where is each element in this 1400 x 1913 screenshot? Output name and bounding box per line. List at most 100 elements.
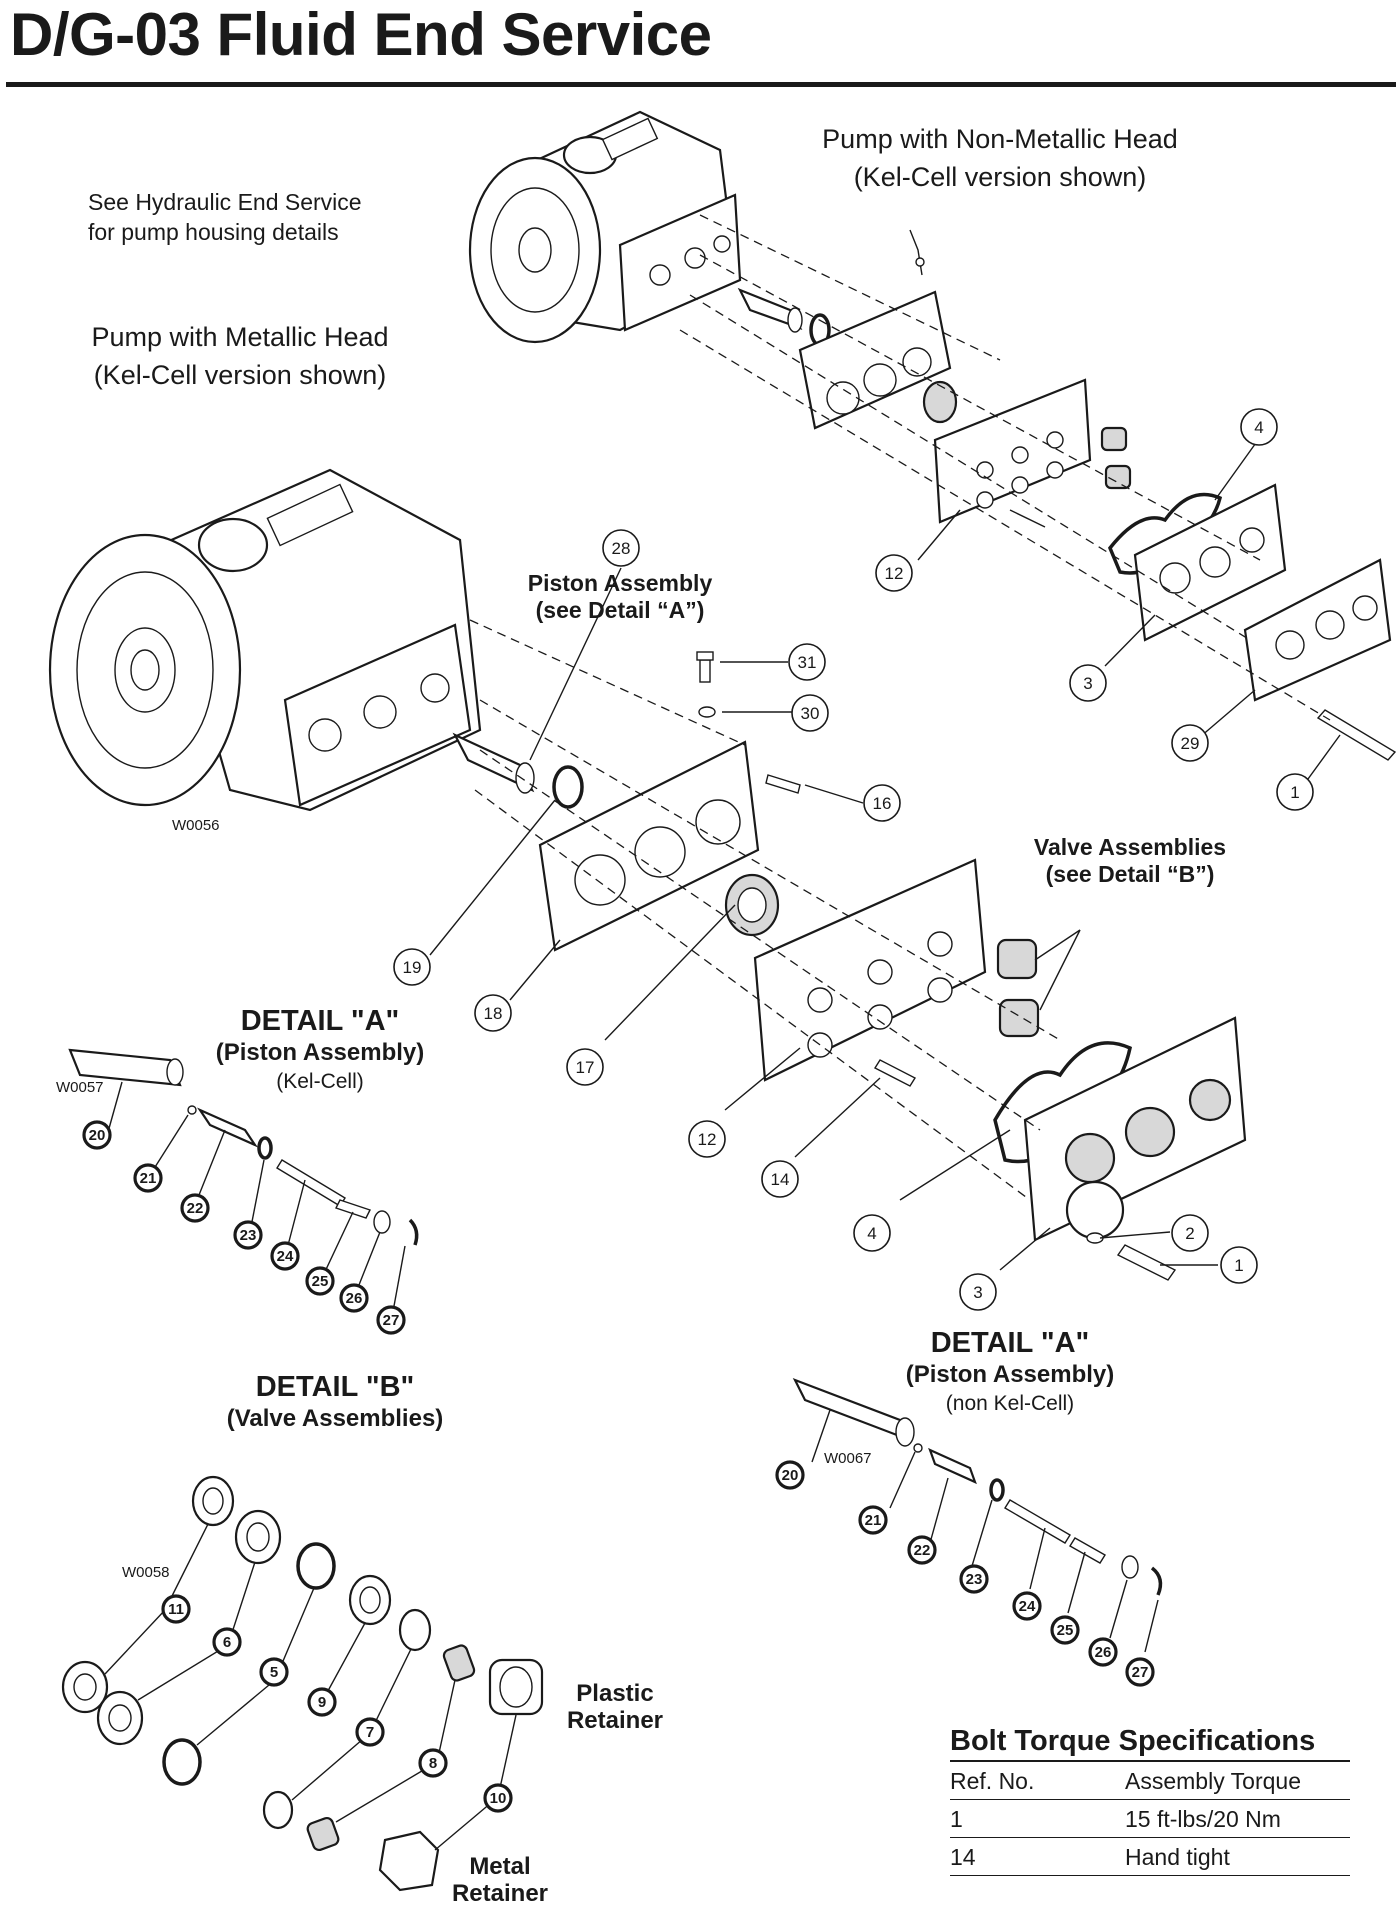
drawing-code-detail-a-kelcell: W0057 <box>56 1079 104 1096</box>
detail-a-nonkelcell-parts <box>792 1377 1163 1596</box>
row-torque: 15 ft-lbs/20 Nm <box>1125 1805 1281 1832</box>
callout-b-6: 6 <box>212 1627 242 1657</box>
svg-text:12: 12 <box>698 1130 717 1149</box>
callout-top-4: 4 <box>1240 408 1278 446</box>
svg-text:25: 25 <box>1057 1622 1074 1639</box>
svg-text:28: 28 <box>612 539 631 558</box>
callout-a2-24: 24 <box>1012 1591 1042 1621</box>
callout-b-10: 10 <box>483 1783 513 1813</box>
hydraulic-note: See Hydraulic End Service for pump housi… <box>88 187 362 247</box>
svg-text:16: 16 <box>873 794 892 813</box>
detail-b-subtitle: (Valve Assemblies) <box>226 1405 444 1432</box>
callout-a1-23: 23 <box>233 1220 263 1250</box>
svg-text:3: 3 <box>973 1283 982 1302</box>
main-piston-sleeve <box>452 732 584 809</box>
callout-a2-25: 25 <box>1050 1615 1080 1645</box>
callout-a2-26: 26 <box>1088 1637 1118 1667</box>
callout-top-3: 3 <box>1069 664 1107 702</box>
detail-a-nonkelcell-heading: DETAIL "A" <box>930 1327 1090 1359</box>
title-divider <box>6 82 1396 87</box>
callout-a1-22: 22 <box>180 1193 210 1223</box>
svg-text:5: 5 <box>270 1664 278 1681</box>
callout-2: 2 <box>1171 1214 1209 1252</box>
top-valve-plate <box>933 378 1132 528</box>
detail-b-callouts <box>104 1523 517 1851</box>
top-piston-sleeve <box>737 287 831 347</box>
col-ref-header: Ref. No. <box>950 1767 1035 1794</box>
detail-a-kelcell-callouts <box>107 1081 406 1318</box>
callout-a2-27: 27 <box>1125 1657 1155 1687</box>
svg-text:18: 18 <box>484 1004 503 1023</box>
callout-b-9: 9 <box>307 1687 337 1717</box>
svg-text:7: 7 <box>366 1724 374 1741</box>
svg-text:19: 19 <box>403 958 422 977</box>
main-leader-lines <box>429 439 1341 1271</box>
callout-b-11: 11 <box>161 1594 191 1624</box>
bolt-torque-table: Bolt Torque Specifications Ref. No. Asse… <box>950 1722 1350 1876</box>
svg-text:21: 21 <box>865 1512 882 1529</box>
svg-text:22: 22 <box>914 1542 931 1559</box>
plastic-retainer-line2: Retainer <box>566 1707 664 1734</box>
torque-table-header: Ref. No. Assembly Torque <box>950 1761 1350 1800</box>
svg-text:23: 23 <box>240 1227 257 1244</box>
callout-16: 16 <box>863 784 901 822</box>
metal-retainer-line2: Retainer <box>451 1880 549 1907</box>
svg-text:22: 22 <box>187 1200 204 1217</box>
svg-text:25: 25 <box>312 1273 329 1290</box>
torque-table-grid: Ref. No. Assembly Torque 1 15 ft-lbs/20 … <box>950 1760 1350 1876</box>
detail-a-nonkelcell-subtitle: (Piston Assembly) <box>905 1361 1115 1388</box>
detail-a-kelcell-subtitle: (Piston Assembly) <box>215 1039 425 1066</box>
valve-label-line1: Valve Assemblies <box>1033 834 1227 860</box>
callout-top-29: 29 <box>1171 724 1209 762</box>
main-pump-housing <box>48 468 482 812</box>
detail-a-nonkelcell-variant: (non Kel-Cell) <box>945 1392 1075 1415</box>
detail-a-kelcell-parts <box>68 1048 419 1246</box>
svg-text:3: 3 <box>1083 674 1092 693</box>
svg-text:4: 4 <box>867 1224 876 1243</box>
callout-a1-20: 20 <box>82 1120 112 1150</box>
svg-text:29: 29 <box>1181 734 1200 753</box>
piston-assembly-label: Piston Assembly (see Detail “A”) <box>500 570 740 624</box>
svg-text:10: 10 <box>490 1790 507 1807</box>
nonmetallic-head-caption: Pump with Non-Metallic Head (Kel-Cell ve… <box>800 120 1200 196</box>
row-torque: Hand tight <box>1125 1843 1230 1870</box>
svg-text:9: 9 <box>318 1694 326 1711</box>
drawing-code-detail-a-nonkelcell: W0067 <box>824 1450 872 1467</box>
svg-text:26: 26 <box>346 1290 363 1307</box>
table-row: 14 Hand tight <box>950 1837 1350 1876</box>
valve-assemblies-label: Valve Assemblies (see Detail “B”) <box>1000 834 1260 888</box>
svg-text:24: 24 <box>277 1248 294 1265</box>
callout-a1-26: 26 <box>339 1283 369 1313</box>
callout-12: 12 <box>688 1120 726 1158</box>
svg-text:30: 30 <box>801 704 820 723</box>
main-valve-plate <box>753 858 1040 1087</box>
detail-a-kelcell-heading-block: DETAIL "A" (Piston Assembly) (Kel-Cell) <box>170 1004 470 1096</box>
svg-text:6: 6 <box>223 1634 231 1651</box>
callout-1: 1 <box>1220 1246 1258 1284</box>
callout-4: 4 <box>853 1214 891 1252</box>
row-ref: 1 <box>950 1805 963 1832</box>
callout-b-7: 7 <box>355 1717 385 1747</box>
svg-text:1: 1 <box>1290 783 1299 802</box>
svg-text:27: 27 <box>383 1312 400 1329</box>
callout-a1-21: 21 <box>133 1163 163 1193</box>
callout-a2-20: 20 <box>775 1460 805 1490</box>
piston-label-line2: (see Detail “A”) <box>535 597 705 623</box>
callout-b-8: 8 <box>418 1748 448 1778</box>
svg-text:8: 8 <box>429 1755 437 1772</box>
detail-a-kelcell-heading: DETAIL "A" <box>240 1005 400 1037</box>
callout-a2-23: 23 <box>959 1564 989 1594</box>
callout-28: 28 <box>602 529 640 567</box>
table-row: 1 15 ft-lbs/20 Nm <box>950 1799 1350 1838</box>
nonmetallic-caption-line2: (Kel-Cell version shown) <box>853 162 1147 192</box>
main-manifold-plate <box>538 651 801 952</box>
torque-table-title: Bolt Torque Specifications <box>950 1725 1316 1757</box>
callout-top-12: 12 <box>875 554 913 592</box>
plastic-retainer-label: Plastic Retainer <box>545 1680 685 1734</box>
callout-a1-24: 24 <box>270 1241 300 1271</box>
callout-a1-25: 25 <box>305 1266 335 1296</box>
svg-text:31: 31 <box>798 653 817 672</box>
callout-17: 17 <box>566 1048 604 1086</box>
detail-a-nonkelcell-callouts <box>811 1409 1159 1653</box>
